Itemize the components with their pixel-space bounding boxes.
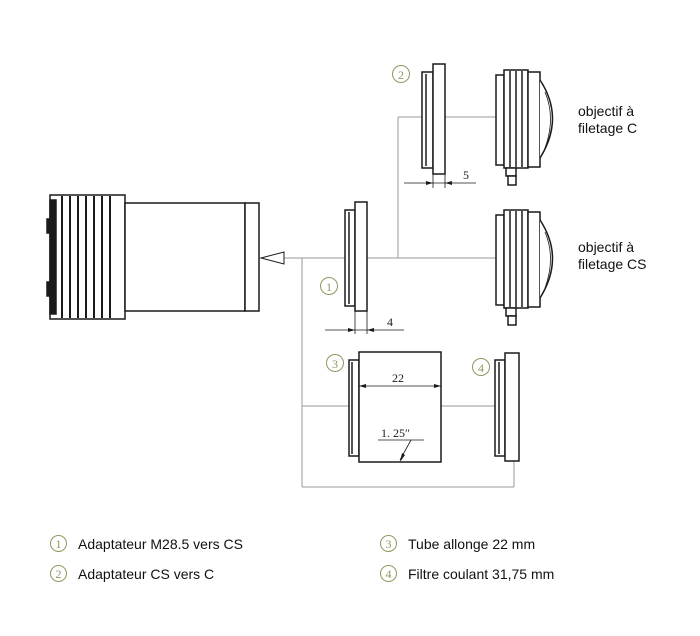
cs-mount-lens-label-line1: objectif à <box>578 239 635 255</box>
dimension-5 <box>404 174 476 188</box>
dimension-125-label: 1. 25″ <box>381 426 410 440</box>
dimension-4-label: 4 <box>387 315 393 329</box>
callout-2: 2 <box>398 68 404 82</box>
dimension-22 <box>359 384 441 388</box>
c-mount-lens-label-line1: objectif à <box>578 103 635 119</box>
adapter-cs-to-c <box>421 63 446 175</box>
sliding-filter <box>494 352 520 462</box>
callout-3-circle <box>326 354 344 372</box>
legend-number-1: 1 <box>50 535 67 552</box>
legend-text-1: Adaptateur M28.5 vers CS <box>78 535 243 552</box>
legend-item-4: 4 Filtre coulant 31,75 mm <box>380 565 554 582</box>
dimension-22-label: 22 <box>392 371 404 385</box>
legend-number-2: 2 <box>50 565 67 582</box>
legend-text-3: Tube allonge 22 mm <box>408 535 536 552</box>
dimension-5-label: 5 <box>463 168 469 182</box>
legend-text-2: Adaptateur CS vers C <box>78 565 215 582</box>
extension-tube <box>348 351 442 463</box>
cs-mount-lens-label-line2: filetage CS <box>578 256 647 272</box>
callout-2-circle <box>392 65 410 83</box>
legend-number-4: 4 <box>380 565 397 582</box>
callout-markers <box>320 65 490 376</box>
legend-item-2: 2 Adaptateur CS vers C <box>50 565 214 582</box>
callout-3: 3 <box>332 357 338 371</box>
cs-mount-lens <box>495 209 554 326</box>
legend-item-3: 3 Tube allonge 22 mm <box>380 535 535 552</box>
callout-4-circle <box>472 358 490 376</box>
callout-1-circle <box>320 277 338 295</box>
c-mount-lens <box>495 69 554 186</box>
legend-number-3: 3 <box>380 535 397 552</box>
adapter-m28-to-cs <box>344 201 368 312</box>
cs-mount-lens-label: objectif à filetage CS <box>578 239 646 273</box>
callout-1: 1 <box>326 280 332 294</box>
legend-item-1: 1 Adaptateur M28.5 vers CS <box>50 535 243 552</box>
c-mount-lens-label: objectif à filetage C <box>578 103 637 137</box>
callout-4: 4 <box>478 361 484 375</box>
legend-text-4: Filtre coulant 31,75 mm <box>408 565 555 582</box>
camera-body <box>46 194 285 320</box>
dimension-4 <box>325 311 404 334</box>
dimension-125 <box>378 439 424 462</box>
c-mount-lens-label-line2: filetage C <box>578 120 638 136</box>
